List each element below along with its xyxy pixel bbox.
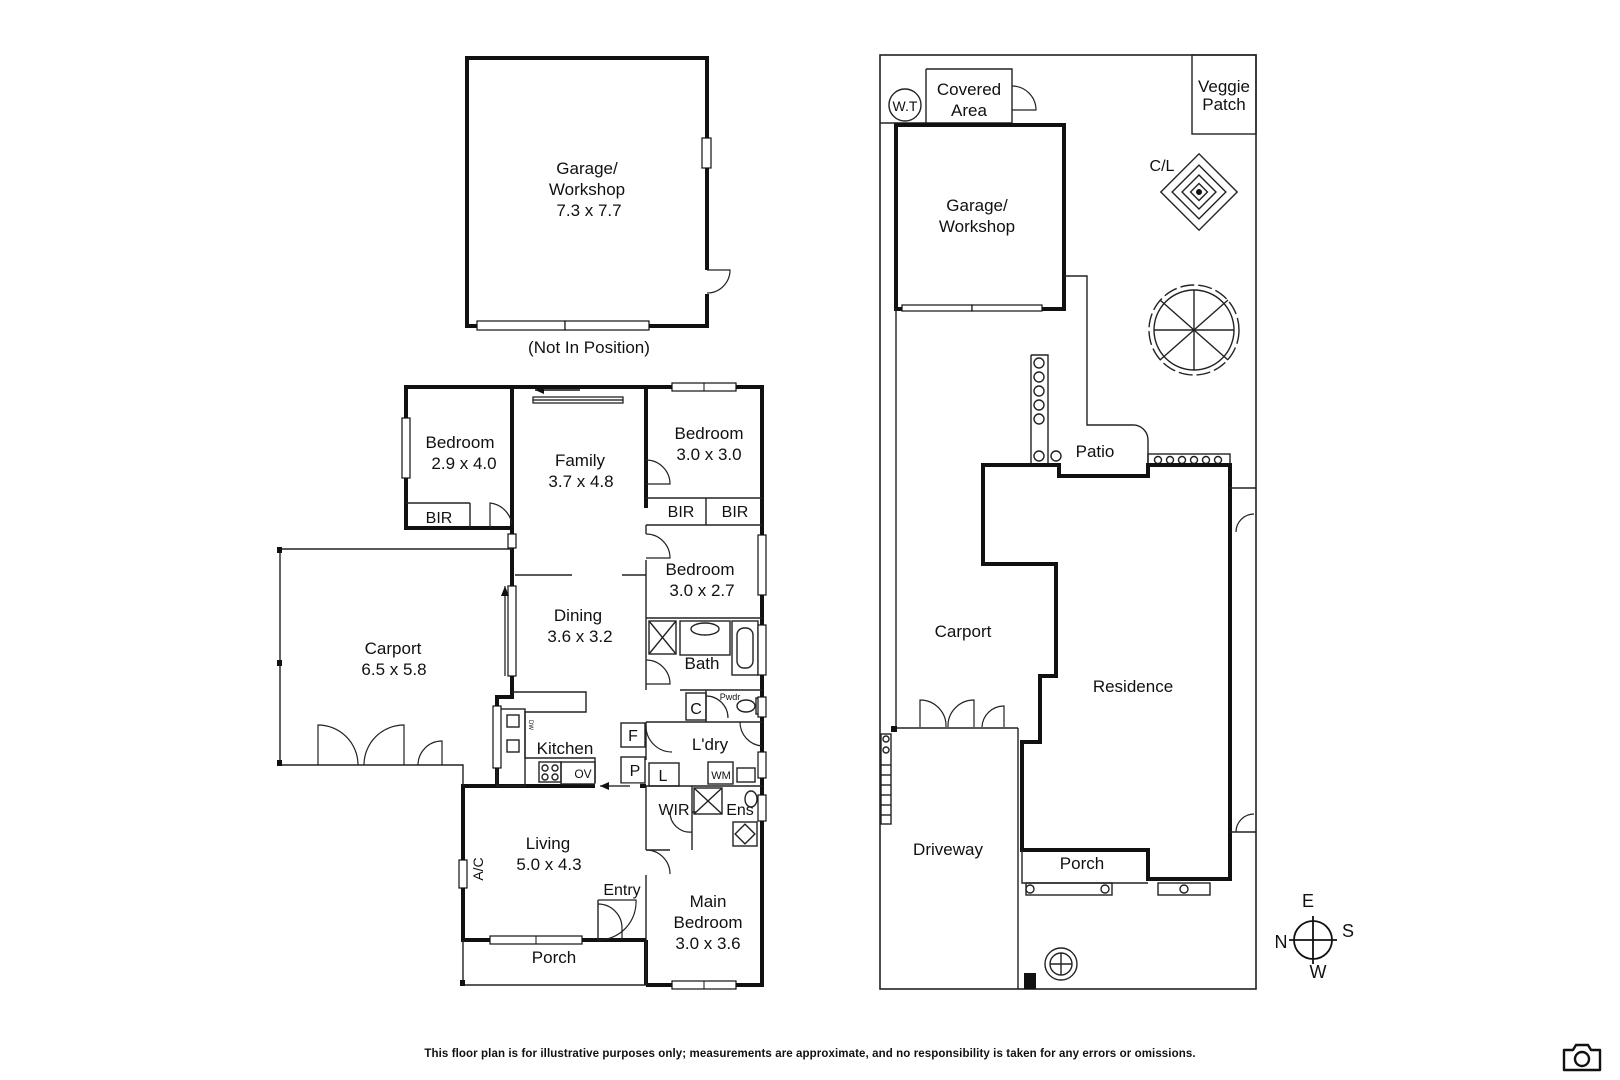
wt-label: W.T bbox=[893, 98, 918, 114]
tree-icon bbox=[1148, 284, 1240, 376]
dining-name: Dining bbox=[554, 606, 602, 625]
entry-label: Entry bbox=[603, 882, 640, 899]
wir-label: WIR bbox=[658, 802, 689, 819]
patio-label: Patio bbox=[1076, 442, 1115, 461]
garage-name: Garage/ bbox=[556, 159, 618, 178]
ac-label: A/C bbox=[470, 857, 486, 880]
garage-position-note: (Not In Position) bbox=[528, 338, 650, 357]
residence-label: Residence bbox=[1093, 677, 1173, 696]
fridge-label: F bbox=[628, 728, 638, 745]
garage-size: 7.3 x 7.7 bbox=[556, 201, 621, 220]
clothesline-icon bbox=[1159, 152, 1239, 232]
bedroom-ne-size: 3.0 x 3.0 bbox=[676, 445, 741, 464]
living-name: Living bbox=[526, 834, 570, 853]
kitchen-label: Kitchen bbox=[537, 739, 594, 758]
main-bedroom-name-2: Bedroom bbox=[674, 913, 743, 932]
compass-icon: N E S W bbox=[1275, 891, 1355, 982]
carport-name: Carport bbox=[365, 639, 422, 658]
bir-1: BIR bbox=[668, 504, 695, 521]
main-bedroom-size: 3.0 x 3.6 bbox=[675, 934, 740, 953]
site-garage-line1: Garage/ bbox=[946, 196, 1008, 215]
oven-label: OV bbox=[574, 767, 591, 781]
bedroom-nw-name: Bedroom bbox=[426, 433, 495, 452]
site-carport-label: Carport bbox=[935, 622, 992, 641]
bedroom-mid-name: Bedroom bbox=[666, 560, 735, 579]
family-name: Family bbox=[555, 451, 606, 470]
pwdr-label: Pwdr bbox=[720, 692, 741, 702]
porch-label: Porch bbox=[532, 948, 576, 967]
dining-size: 3.6 x 3.2 bbox=[547, 627, 612, 646]
small-tree-icon bbox=[1044, 947, 1078, 981]
site-garage-line2: Workshop bbox=[939, 217, 1015, 236]
garage-name-2: Workshop bbox=[549, 180, 625, 199]
pantry-label: P bbox=[630, 763, 641, 780]
living-size: 5.0 x 4.3 bbox=[516, 855, 581, 874]
bedroom-ne-name: Bedroom bbox=[675, 424, 744, 443]
camera-icon[interactable] bbox=[1561, 1041, 1603, 1073]
compass-south: S bbox=[1342, 921, 1354, 941]
ensuite-label: Ens bbox=[726, 802, 754, 819]
bedroom-nw-robe: BIR bbox=[426, 510, 453, 527]
main-bedroom-name: Main bbox=[690, 892, 727, 911]
carport-size: 6.5 x 5.8 bbox=[361, 660, 426, 679]
laundry-label: L'dry bbox=[692, 735, 729, 754]
compass-west: W bbox=[1310, 962, 1327, 982]
bir-2: BIR bbox=[722, 504, 749, 521]
bath-label: Bath bbox=[685, 654, 720, 673]
bedroom-nw-size: 2.9 x 4.0 bbox=[431, 454, 496, 473]
covered-area-line2: Area bbox=[951, 101, 987, 120]
clothesline-label: C/L bbox=[1150, 158, 1175, 175]
hedge-icons bbox=[880, 733, 892, 825]
bedroom-mid-size: 3.0 x 2.7 bbox=[669, 581, 734, 600]
covered-area-line1: Covered bbox=[937, 80, 1001, 99]
cupboard-label: C bbox=[690, 701, 702, 718]
garage-workshop-plan: Garage/ Workshop 7.3 x 7.7 (Not In Posit… bbox=[465, 56, 731, 357]
dw-label: DW bbox=[527, 720, 533, 730]
disclaimer-text: This floor plan is for illustrative purp… bbox=[424, 1048, 1196, 1060]
site-plan: W.T Covered Area Veggie Patch C/L Garage… bbox=[879, 54, 1257, 990]
compass-north: N bbox=[1275, 932, 1288, 952]
house-floor-plan: Bedroom 2.9 x 4.0 BIR Family 3.7 x 4.8 B… bbox=[277, 382, 767, 990]
veggie-patch-line2: Patch bbox=[1202, 95, 1245, 114]
wm-label: WM bbox=[711, 770, 731, 782]
driveway-label: Driveway bbox=[913, 840, 983, 859]
family-size: 3.7 x 4.8 bbox=[548, 472, 613, 491]
compass-east: E bbox=[1302, 891, 1314, 911]
linen-label: L bbox=[659, 768, 668, 785]
veggie-patch-line1: Veggie bbox=[1198, 77, 1250, 96]
site-porch-label: Porch bbox=[1060, 854, 1104, 873]
